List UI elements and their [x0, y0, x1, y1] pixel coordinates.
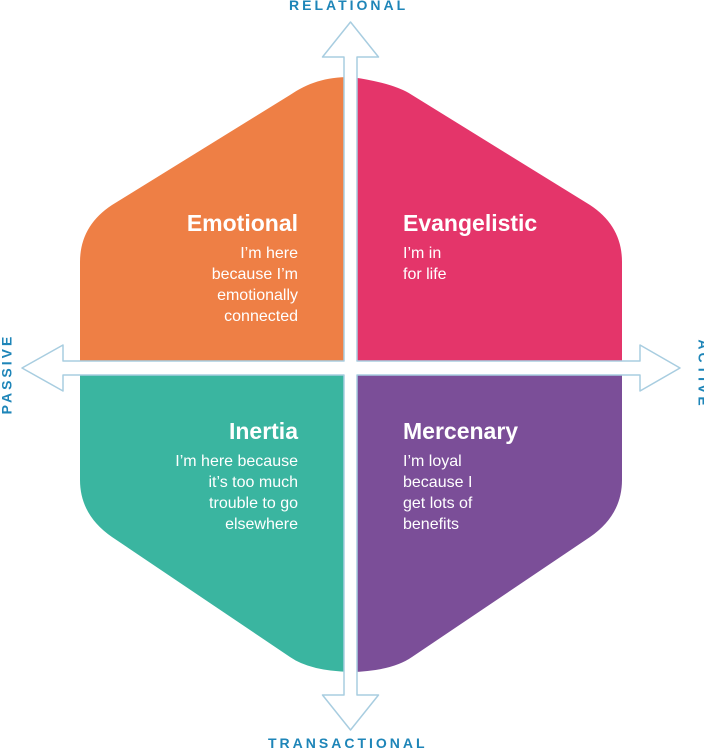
- inertia-title: Inertia: [228, 418, 298, 444]
- evangelistic-title: Evangelistic: [403, 210, 538, 236]
- emotional-text: Emotional I’m here because I’m emotional…: [78, 210, 298, 327]
- emotional-line: I’m here: [240, 245, 298, 262]
- axis-label-relational: RELATIONAL: [289, 0, 409, 13]
- quadrant-evangelistic: [351, 77, 622, 368]
- emotional-line: because I’m: [211, 266, 298, 283]
- emotional-line: connected: [224, 308, 298, 325]
- inertia-text: Inertia I’m here because it’s too much t…: [78, 418, 298, 535]
- axis-label-passive: PASSIVE: [0, 333, 15, 415]
- evangelistic-line: for life: [403, 266, 447, 283]
- evangelistic-line: I’m in: [403, 245, 442, 262]
- inertia-line: elsewhere: [225, 516, 298, 533]
- mercenary-line: benefits: [403, 516, 460, 533]
- inertia-line: trouble to go: [209, 495, 298, 512]
- mercenary-line: because I: [403, 474, 473, 491]
- mercenary-line: I’m loyal: [403, 453, 462, 470]
- axis-arrows: [21, 21, 681, 731]
- mercenary-line: get lots of: [403, 495, 473, 512]
- mercenary-title: Mercenary: [403, 418, 519, 444]
- axis-label-transactional: TRANSACTIONAL: [268, 735, 428, 750]
- evangelistic-text: Evangelistic I’m in for life: [403, 210, 623, 285]
- axis-label-active: ACTIVE: [695, 339, 704, 409]
- emotional-title: Emotional: [186, 210, 298, 236]
- inertia-line: it’s too much: [208, 474, 298, 491]
- emotional-line: emotionally: [217, 287, 298, 304]
- mercenary-text: Mercenary I’m loyal because I get lots o…: [403, 418, 623, 535]
- inertia-line: I’m here because: [175, 453, 298, 470]
